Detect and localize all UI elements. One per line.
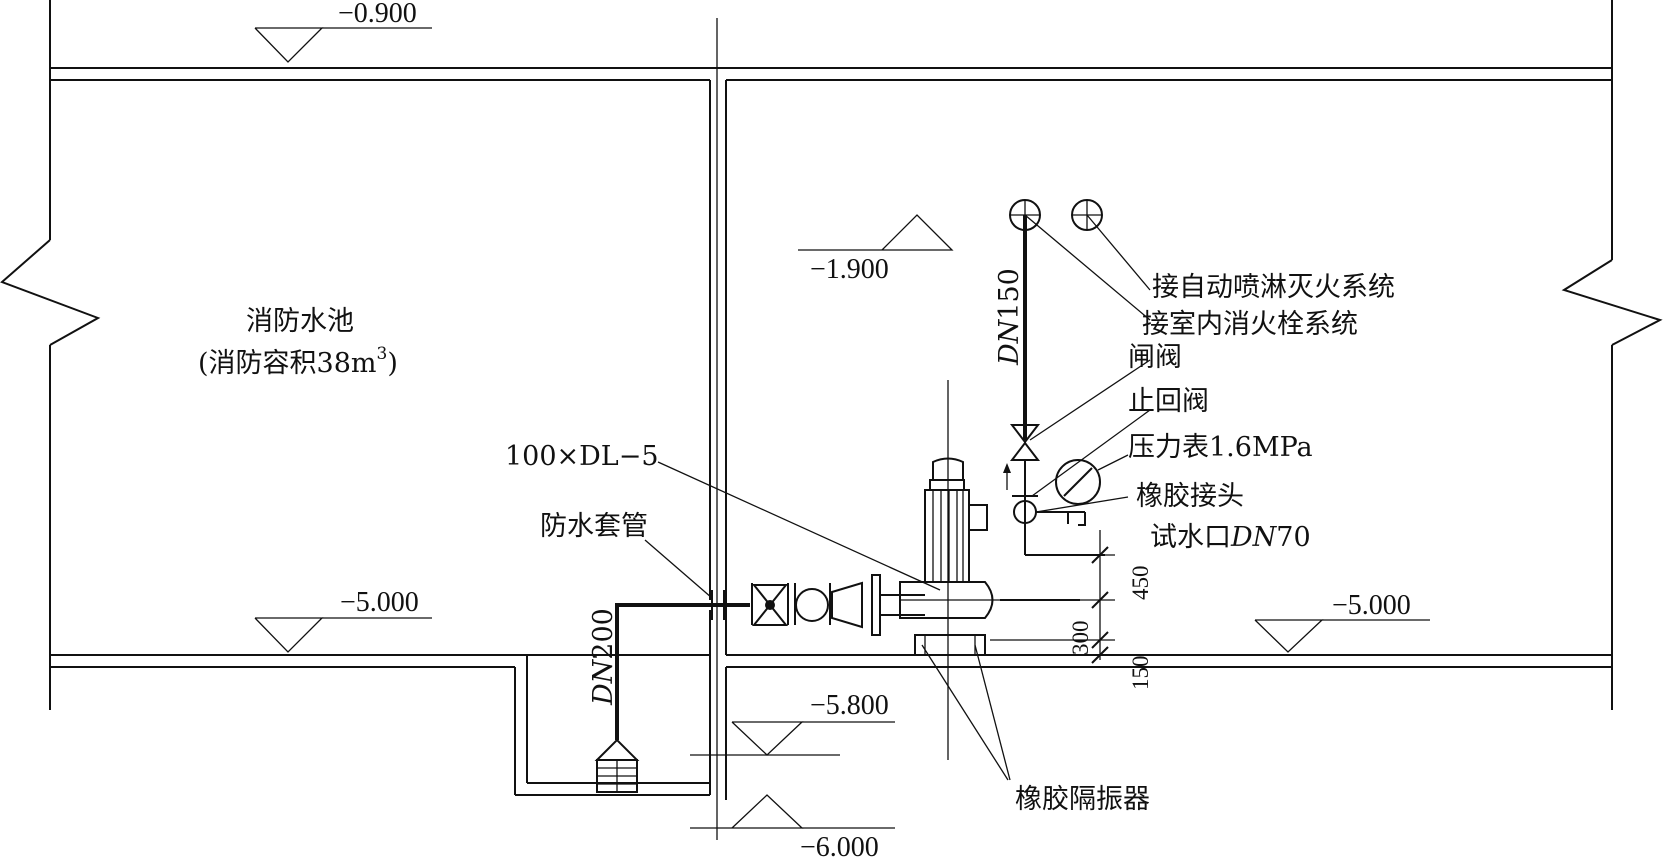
label-pressure-gauge: 压力表1.6MPa (1128, 432, 1313, 463)
building-structure (0, 0, 1663, 840)
test-outlet-prefix: 试水口 (1150, 522, 1231, 553)
test-outlet-dn: DN (1230, 522, 1278, 553)
riser-pipe-size: DN150 (994, 268, 1025, 366)
elevation-left-floor: −5.000 (340, 587, 419, 618)
flow-arrow-icon (1003, 463, 1011, 473)
tank-name: 消防水池 (246, 306, 354, 337)
tank-volume-suffix: ) (387, 348, 398, 379)
riser-dn-size: 150 (994, 268, 1025, 320)
suction-dn-italic: DN (588, 658, 619, 706)
discharge-riser (1003, 199, 1105, 556)
dimension-300: 300 (1068, 621, 1093, 656)
label-gate-valve: 闸阀 (1128, 342, 1182, 373)
label-rubber-isolator: 橡胶隔振器 (1015, 784, 1150, 815)
tank-volume-exponent: 3 (377, 344, 388, 364)
tank-volume: (消防容积38m3) (198, 344, 398, 379)
elevation-sump-top: −5.800 (810, 690, 889, 721)
valve-disc-icon (765, 600, 775, 610)
label-sprinkler-connection: 接自动喷淋灭火系统 (1152, 272, 1395, 303)
suction-dn-size: 200 (588, 608, 619, 660)
elevation-top: −0.900 (338, 0, 417, 29)
dimension-450: 450 (1128, 566, 1153, 601)
label-pump-spec: 100×DL−5 (505, 441, 659, 472)
tank-volume-prefix: (消防容积38m (198, 348, 377, 379)
elevation-mid: −1.900 (810, 254, 889, 285)
check-valve-icon (795, 588, 829, 622)
suction-pipe: DN200 (588, 590, 750, 793)
suction-pipe-size: DN200 (588, 608, 619, 706)
label-rubber-joint: 橡胶接头 (1136, 481, 1244, 512)
label-check-valve: 止回阀 (1128, 386, 1209, 417)
riser-dn-italic: DN (994, 318, 1025, 366)
submersible-pump (899, 380, 1080, 760)
foot-valve-strainer (594, 738, 640, 793)
dimension-150: 150 (1128, 656, 1153, 691)
elevation-sump-bottom: −6.000 (800, 832, 879, 860)
gate-valve-icon (1009, 424, 1041, 444)
dimension-lines: 450 300 150 (990, 530, 1153, 690)
leader-lines (644, 214, 1151, 781)
label-hydrant-connection: 接室内消火栓系统 (1142, 309, 1358, 340)
test-outlet-size: 70 (1276, 522, 1310, 553)
suction-valves (751, 574, 925, 636)
elevation-right-floor: −5.000 (1332, 590, 1411, 621)
elevation-markers: −0.900 −1.900 −5.000 −5.000 −5.800 −6.00… (254, 0, 1430, 860)
label-waterproof-sleeve: 防水套管 (540, 511, 648, 542)
label-test-outlet: 试水口DN70 (1150, 522, 1311, 553)
pressure-gauge-icon (1055, 459, 1101, 505)
